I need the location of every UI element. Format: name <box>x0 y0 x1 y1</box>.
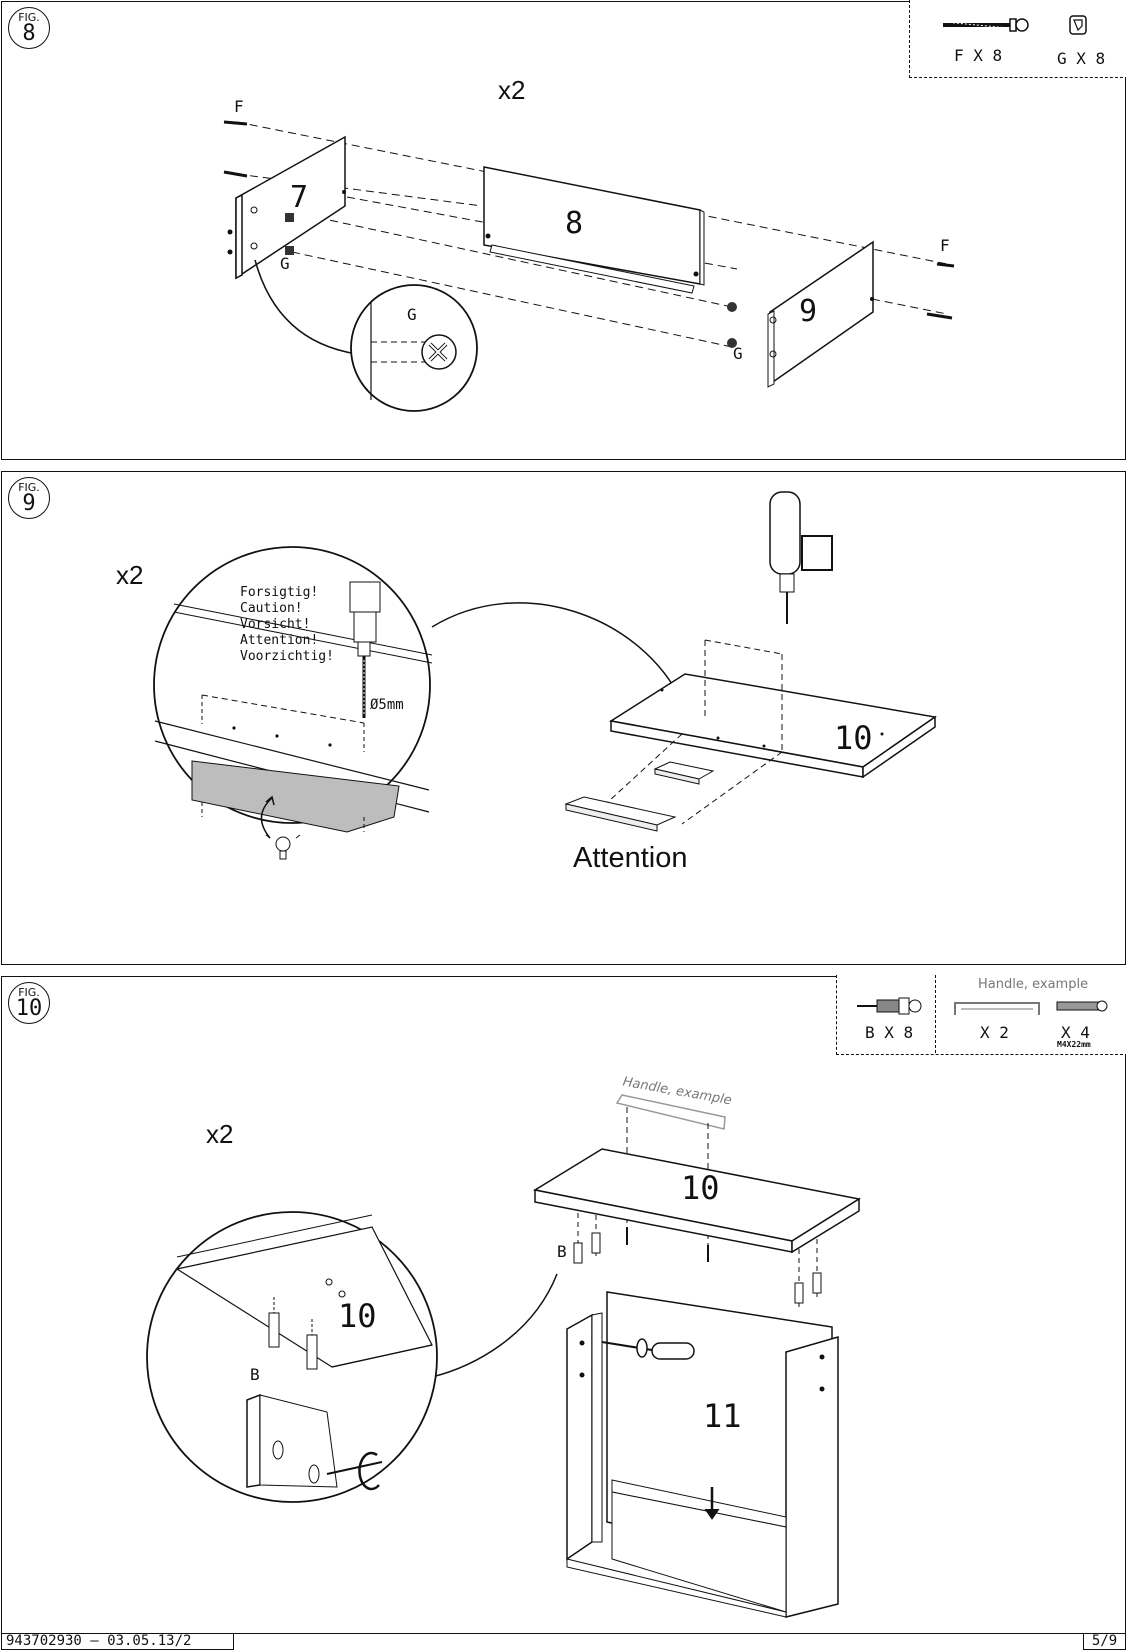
multiplier-label: x2 <box>206 1119 234 1149</box>
fig-number: 9 <box>22 491 36 516</box>
fig-9-badge: FIG. 9 <box>8 477 50 519</box>
part-7-label: 7 <box>290 180 309 215</box>
cam-g-right <box>727 302 737 348</box>
hardware-f-label: F X 8 <box>954 46 1003 65</box>
lightbulb-icon <box>265 834 301 860</box>
fig-8-illustration <box>223 120 955 412</box>
dowels-b <box>573 1213 822 1307</box>
panel-8 <box>483 166 705 294</box>
screw-icon <box>1056 1000 1108 1012</box>
drill-icon <box>769 491 833 624</box>
hardware-g-label: G X 8 <box>1057 49 1106 68</box>
part-10-main-label: 10 <box>681 1169 720 1207</box>
screw-icon <box>943 18 1029 32</box>
callout-g-left: G <box>280 254 290 273</box>
handle-icon <box>954 1002 1040 1015</box>
fig-label: FIG. <box>18 986 40 999</box>
detail-circle <box>153 546 683 860</box>
handle-guide <box>564 796 677 832</box>
fig-10-badge: FIG. 10 <box>8 982 50 1024</box>
hardware-screw-size: M4X22mm <box>1057 1040 1091 1049</box>
callout-b-main: B <box>557 1242 567 1261</box>
screw-f-right <box>926 262 955 320</box>
figure-8-panel: FIG. 8 x2 F X 8 G X 8 <box>1 0 1126 460</box>
figure-10-panel: FIG. 10 x2 Handle, example B X 8 X 2 X 4 <box>1 975 1126 1634</box>
caution-line: Voorzichtig! <box>240 649 334 664</box>
caution-line: Attention! <box>240 633 319 648</box>
fig-label: FIG. <box>18 11 40 24</box>
part-10-detail-label: 10 <box>338 1297 377 1335</box>
hardware-icons <box>857 997 1108 1015</box>
page-number: 5/9 <box>1083 1633 1126 1650</box>
fig-label: FIG. <box>18 481 40 494</box>
part-11-label: 11 <box>703 1397 742 1435</box>
callout-b-detail: B <box>250 1365 260 1384</box>
batten <box>653 761 715 785</box>
caution-line: Caution! <box>240 601 303 616</box>
hardware-divider <box>935 975 936 1053</box>
attention-label: Attention <box>573 842 688 874</box>
fig-9-illustration <box>153 491 937 860</box>
detail-circle <box>146 1211 558 1503</box>
figure-9-panel: FIG. 9 x2 <box>1 471 1126 965</box>
board-10 <box>596 639 937 825</box>
cam-g-left <box>285 213 294 255</box>
dowel-icon <box>857 997 922 1015</box>
callout-f-left: F <box>234 97 244 116</box>
part-8-label: 8 <box>565 206 584 241</box>
screw-f-left <box>223 120 248 178</box>
drill-size-label: Ø5mm <box>370 697 404 713</box>
cabinet-11 <box>566 1291 839 1618</box>
hardware-screw-label: X 4 <box>1061 1023 1090 1042</box>
callout-g-detail: G <box>407 305 417 324</box>
fig-10-illustration <box>146 1094 862 1618</box>
fig-number: 8 <box>22 21 36 46</box>
caution-text: Forsigtig! Caution! Vorsicht! Attention!… <box>240 585 334 665</box>
hardware-box: Handle, example B X 8 X 2 X 4 M4X22mm <box>836 975 1126 1055</box>
hardware-icons <box>943 15 1087 35</box>
callout-f-right: F <box>940 236 950 255</box>
hardware-box: F X 8 G X 8 <box>909 0 1126 78</box>
caution-line: Vorsicht! <box>240 617 311 632</box>
fig-8-badge: FIG. 8 <box>8 7 50 49</box>
fig-number: 10 <box>15 996 43 1021</box>
drill-bit-detail <box>349 581 381 718</box>
cam-lock-icon <box>1069 15 1087 35</box>
hardware-handle-label: X 2 <box>980 1023 1009 1042</box>
screwdriver-icon <box>601 1338 695 1360</box>
callout-g-right: G <box>733 344 743 363</box>
panel-9 <box>767 240 874 388</box>
multiplier-label: x2 <box>498 75 526 105</box>
top-board-10 <box>532 1148 862 1254</box>
caution-line: Forsigtig! <box>240 585 319 600</box>
hardware-b-label: B X 8 <box>865 1023 914 1042</box>
detail-circle <box>254 259 478 412</box>
part-9-label: 9 <box>799 294 818 329</box>
document-code: 943702930 – 03.05.13/2 <box>1 1633 234 1650</box>
hardware-header: Handle, example <box>978 977 1089 992</box>
panel-7 <box>227 135 346 280</box>
multiplier-label: x2 <box>116 560 144 590</box>
part-10-label: 10 <box>834 719 873 757</box>
